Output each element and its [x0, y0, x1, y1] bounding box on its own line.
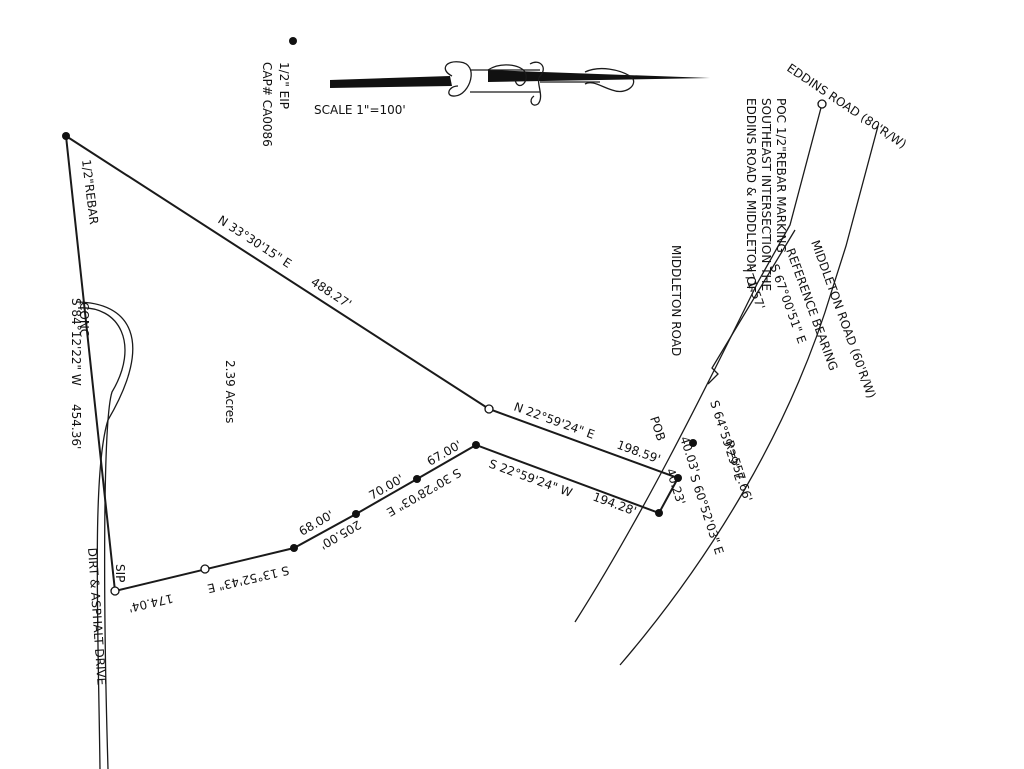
poc-label-line3: EDDINS ROAD & MIDDLETON OF	[744, 98, 758, 293]
north-arrow-icon	[330, 61, 710, 106]
eip-monument	[289, 37, 297, 45]
poc-monument	[817, 99, 827, 109]
poc-label-line1: POC 1/2"REBAR MARKING	[774, 98, 788, 253]
dirt-asphalt-drive-outline	[75, 301, 134, 769]
eip-note-line1: 1/2" EIP	[277, 62, 291, 109]
boundary-corner	[689, 439, 697, 447]
poc-label-line2: SOUTHEAST INTERSECTION THE	[759, 98, 773, 291]
boundary-corner	[352, 510, 360, 518]
pob-short-bearing: S 60°52'03" E	[687, 473, 726, 557]
scale-label: SCALE 1"=100'	[314, 103, 406, 117]
boundary-corner	[472, 441, 480, 449]
boundary-corner	[290, 544, 298, 552]
sip-monument	[110, 586, 120, 596]
north-distance: 488.27'	[308, 275, 354, 311]
ne-bearing: N 22°59'24" E	[512, 400, 597, 442]
eip-note-line2: CAP# CA0086	[260, 62, 274, 147]
boundary-corner	[674, 474, 682, 482]
west-distance: 454.36'	[69, 404, 83, 449]
west-bearing: S 84°12'22" W	[69, 298, 83, 386]
eddins-road-line	[574, 103, 823, 623]
pob-label: POB	[647, 415, 668, 443]
poc-label-line4: MIDDLETON ROAD	[669, 245, 683, 356]
reference-line-break	[707, 229, 796, 385]
parcel-boundary	[65, 135, 680, 593]
eddins-road-label: EDDINS ROAD (80'R/W)	[784, 61, 909, 151]
sip-label: SIP	[113, 564, 127, 582]
dirt-asphalt-drive-outline	[77, 307, 126, 769]
acreage-label: 2.39 Acres	[223, 360, 237, 423]
boundary-corner	[655, 509, 663, 517]
boundary-corner	[200, 564, 210, 574]
boundary-corner	[484, 404, 494, 414]
curve-length: 40.23'	[663, 467, 688, 507]
middleton-road-line	[619, 125, 879, 666]
pob-short-distance: 40.03'	[677, 435, 702, 475]
seg-174: 174.04'	[127, 591, 174, 615]
seg-bearing-13: S 13°52'43" E	[206, 563, 290, 595]
sw-distance: 194.28'	[591, 490, 638, 519]
boundary-corner	[413, 475, 421, 483]
sw-bearing: S 22°59'24" W	[487, 457, 574, 500]
rebar-monument	[62, 132, 70, 140]
north-bearing: N 33°30'15" E	[215, 213, 294, 271]
curve-bearing: S 64°59'29" E	[707, 399, 746, 483]
conc-label: CONC	[77, 302, 91, 337]
rebar-label: 1/2"REBAR	[79, 159, 101, 226]
